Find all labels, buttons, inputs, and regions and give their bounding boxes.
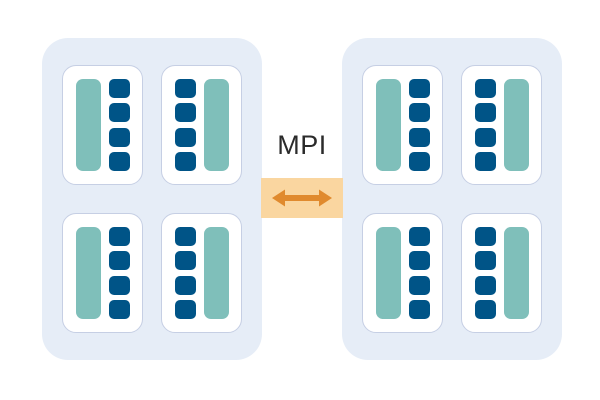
core-square [408,103,430,123]
memory-bar [503,79,529,171]
core-square [408,275,430,295]
core-square [174,103,196,123]
memory-bar [375,227,401,319]
mpi-arrow-box [261,178,343,218]
core-square [108,127,130,147]
core-column [108,227,130,319]
core-column [408,79,430,171]
core-column [474,79,496,171]
core-square [108,227,130,246]
node-panel-right [342,38,562,360]
core-square [474,151,496,171]
core-square [408,251,430,271]
memory-bar [75,79,101,171]
core-square [108,299,130,319]
core-square [474,127,496,147]
core-square [174,127,196,147]
core-column [408,227,430,319]
socket-card [461,65,542,185]
socket-card [362,213,443,333]
core-square [108,103,130,123]
core-square [174,151,196,171]
core-square [474,79,496,98]
core-square [174,299,196,319]
memory-bar [203,79,229,171]
core-square [408,79,430,98]
core-square [474,251,496,271]
core-square [174,251,196,271]
memory-bar [375,79,401,171]
socket-card [362,65,443,185]
socket-card [62,65,143,185]
memory-bar [503,227,529,319]
core-column [474,227,496,319]
core-square [108,79,130,98]
core-square [408,227,430,246]
double-headed-horizontal-arrow-icon [271,187,333,209]
memory-bar [75,227,101,319]
core-square [174,79,196,98]
socket-card [62,213,143,333]
core-square [408,299,430,319]
socket-card [161,65,242,185]
core-square [408,127,430,147]
memory-bar [203,227,229,319]
core-column [108,79,130,171]
core-column [174,227,196,319]
core-square [474,103,496,123]
socket-card [461,213,542,333]
core-square [408,151,430,171]
core-column [174,79,196,171]
core-square [108,151,130,171]
core-square [108,275,130,295]
core-square [174,227,196,246]
interconnect-group: MPI [261,130,343,218]
core-square [108,251,130,271]
socket-card [161,213,242,333]
core-square [474,299,496,319]
mpi-label: MPI [277,130,327,160]
core-square [174,275,196,295]
core-square [474,275,496,295]
core-square [474,227,496,246]
node-panel-left [42,38,262,360]
